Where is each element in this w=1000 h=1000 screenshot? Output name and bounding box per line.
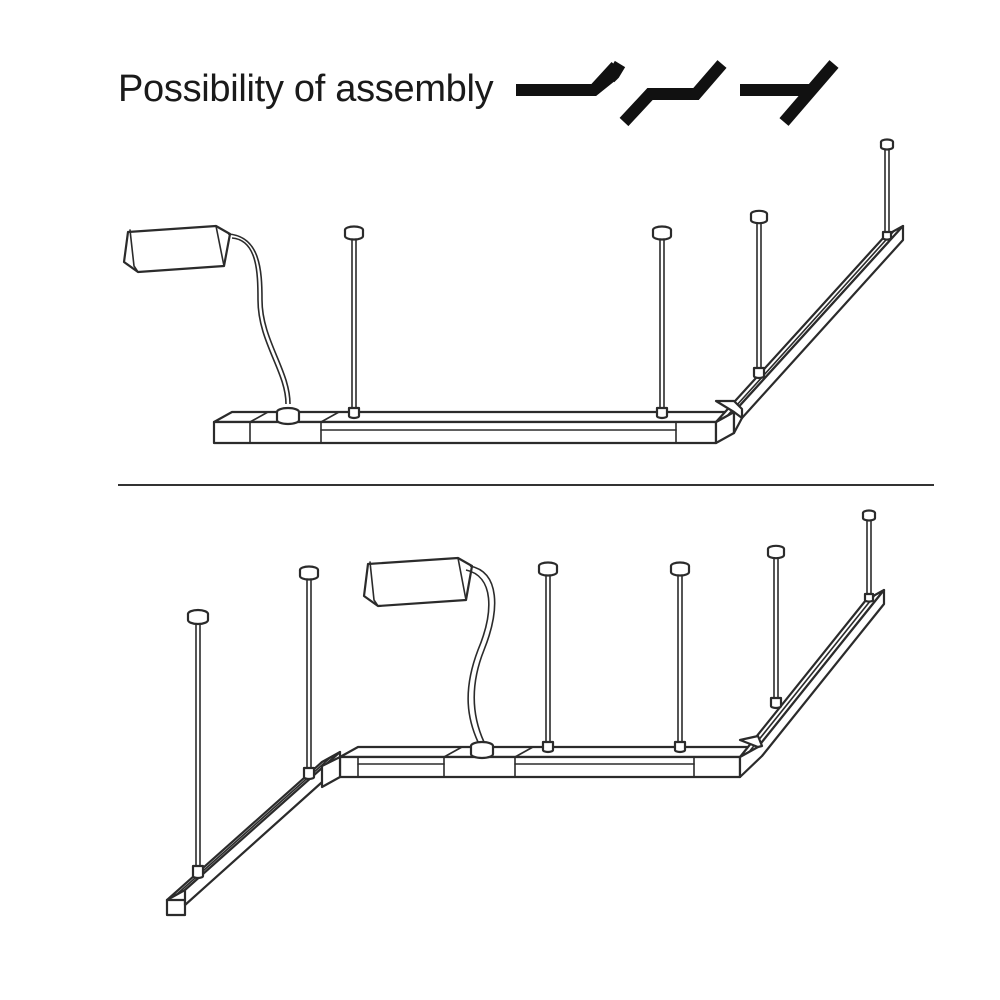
suspension-4 — [879, 138, 895, 241]
power-cable — [227, 233, 291, 405]
suspension-3 — [749, 209, 769, 380]
suspension-5 — [186, 608, 210, 880]
power-supply-box-2 — [362, 556, 474, 608]
suspension-7 — [537, 561, 559, 754]
suspension-10 — [861, 509, 877, 603]
z-shape-configuration — [165, 509, 886, 917]
suspension-9 — [766, 544, 786, 710]
back-diagonal-profile — [738, 588, 886, 779]
t-shape-icon — [740, 60, 839, 126]
section-divider — [118, 484, 934, 486]
suspension-6 — [298, 565, 320, 781]
diagonal-profile — [714, 224, 905, 435]
suspension-1 — [343, 225, 365, 420]
cable-connector — [275, 406, 301, 426]
l-shape-icon — [516, 60, 626, 96]
page-title: Possibility of assembly — [118, 68, 494, 110]
z-shape-icon — [619, 60, 727, 127]
middle-straight-profile — [320, 745, 760, 789]
front-diagonal-profile — [165, 750, 342, 917]
cable-connector-2 — [469, 740, 495, 760]
suspension-2 — [651, 225, 673, 420]
suspension-8 — [669, 561, 691, 754]
assembly-legend — [516, 60, 839, 127]
l-shape-configuration — [122, 138, 905, 445]
power-cable-2 — [465, 565, 496, 743]
power-supply-box — [122, 224, 232, 274]
